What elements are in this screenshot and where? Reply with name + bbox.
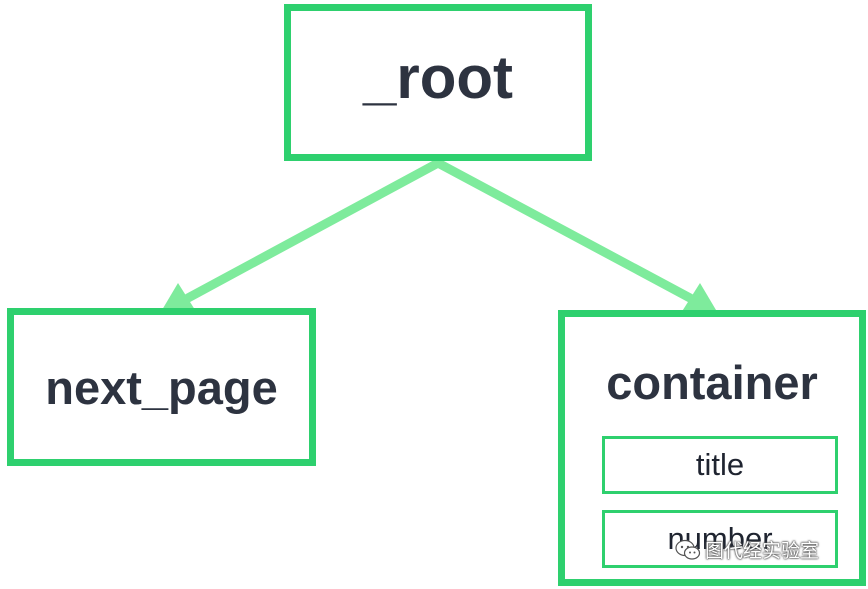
root-node-label: _root <box>363 44 513 111</box>
container-field-title: title <box>602 436 838 494</box>
next-page-node: next_page <box>7 308 316 466</box>
watermark-text: 图代经实验室 <box>705 540 820 562</box>
root-node: _root <box>284 4 592 161</box>
container-node-label: container <box>606 356 818 409</box>
wechat-icon <box>675 539 701 560</box>
next-page-node-label: next_page <box>45 360 278 414</box>
arrow-root-to-container <box>433 158 716 313</box>
watermark: 图代经实验室 <box>675 536 819 563</box>
field-title-label: title <box>695 447 745 482</box>
arrow-root-to-next-page <box>162 158 443 313</box>
